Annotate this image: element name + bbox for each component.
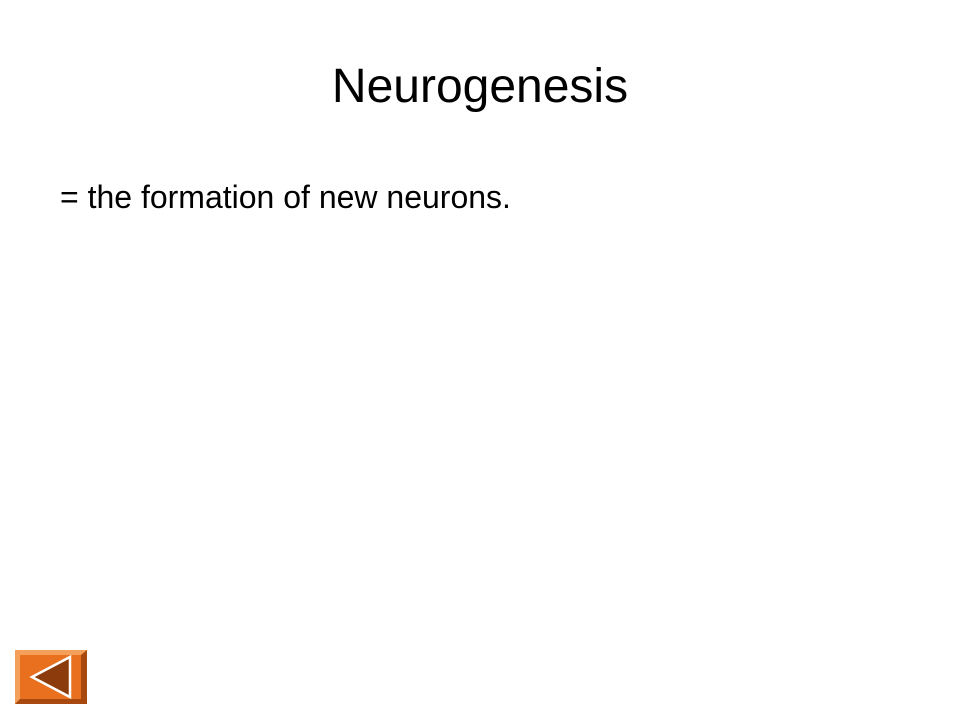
triangle-left-icon xyxy=(15,650,87,704)
definition-text: = the formation of new neurons. xyxy=(60,179,511,215)
back-button[interactable] xyxy=(15,650,87,704)
slide-title: Neurogenesis xyxy=(331,60,629,113)
